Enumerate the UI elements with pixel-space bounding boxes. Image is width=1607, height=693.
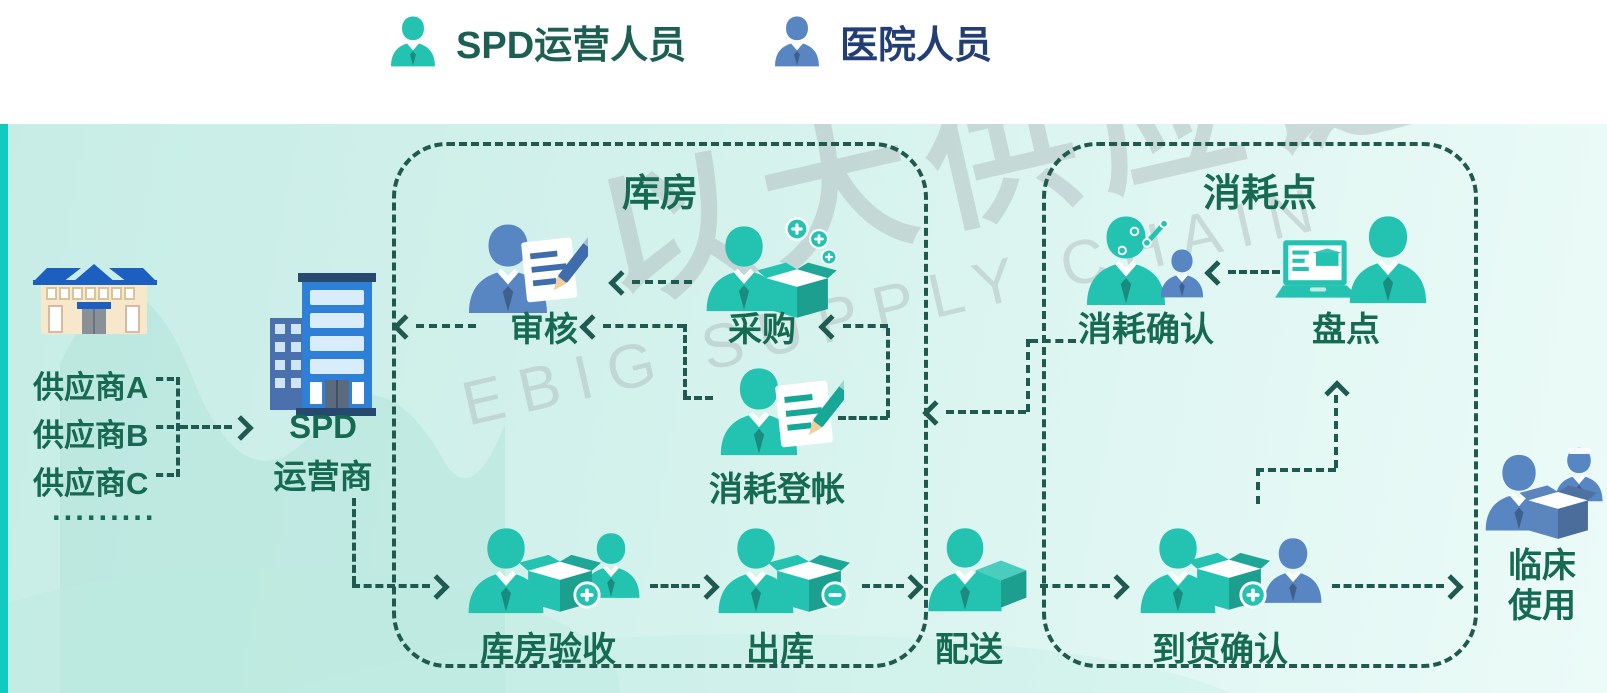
group-warehouse-title: 库房 (621, 173, 698, 215)
spd-staff-person-icon (391, 16, 435, 67)
arrow-posting-to-purchase-v (886, 328, 890, 418)
warehouse-acceptance-label: 库房验收 (480, 631, 616, 669)
arrow-posting-to-purchase-h2 (843, 324, 888, 328)
legend-item-hospital-staff: 医院人员 (770, 6, 992, 76)
legend-item-spd-staff: SPD运营人员 (386, 6, 686, 76)
arrow-stocktaking-to-confirmation (1228, 270, 1280, 274)
arrow-spd-down-line (352, 498, 356, 584)
left-accent-bar (0, 124, 8, 693)
review-label: 审核 (510, 311, 578, 349)
supplier-b-label: 供应商B (33, 418, 149, 453)
stocktaking-label: 盘点 (1312, 311, 1380, 349)
arrow-posting-to-review-v (683, 324, 687, 398)
arrow-posting-to-purchase-h1 (838, 416, 888, 420)
supplier-a-label: 供应商A (33, 370, 149, 405)
spd-operator-label-line2: 运营商 (273, 458, 373, 495)
legend-label-spd-staff: SPD运营人员 (456, 24, 687, 67)
arrow-posting-to-review-h (603, 324, 685, 328)
warehouse-acceptance-icon (468, 528, 640, 614)
clinical-use-icon (1485, 447, 1603, 539)
spd-operator-building-icon (270, 273, 376, 416)
arrow-spd-to-acceptance (352, 584, 430, 588)
arrow-acceptance-to-outbound (650, 584, 700, 588)
arrow-delivery-to-arrival (1040, 584, 1110, 588)
arrow-arrival-to-clinical (1332, 584, 1444, 588)
clinical-use-label-line2: 使用 (1508, 587, 1576, 625)
outbound-label: 出库 (746, 631, 814, 669)
outbound-icon (718, 528, 850, 614)
arrow-supplier-merge-line (176, 377, 180, 477)
group-consumption-point-title: 消耗点 (1202, 173, 1317, 215)
arrow-confirmation-to-posting-h1 (1030, 339, 1076, 343)
purchase-label: 采购 (728, 311, 796, 349)
legend-header: SPD运营人员 医院人员 (0, 0, 1607, 124)
delivery-label: 配送 (935, 631, 1003, 669)
arrow-posting-to-review-stub (683, 396, 713, 400)
consumption-confirmation-label: 消耗确认 (1078, 311, 1214, 349)
delivery-icon (928, 528, 1027, 612)
supplier-ellipsis: ......... (52, 492, 157, 527)
consumption-confirmation-icon (1087, 216, 1204, 305)
arrow-supplier-a-stub (156, 377, 174, 381)
supplier-c-label: 供应商C (33, 466, 149, 501)
group-warehouse: 库房 (392, 142, 928, 668)
stocktaking-icon (1275, 216, 1427, 304)
arrow-arrival-to-stocktaking-v1 (1256, 468, 1260, 504)
arrow-confirmation-to-posting-h2 (946, 410, 1026, 414)
consumption-posting-label: 消耗登帐 (709, 471, 845, 509)
consumption-posting-icon (720, 368, 844, 456)
arrow-arrival-to-stocktaking-v2 (1334, 395, 1338, 468)
clinical-use-label-line1: 临床 (1508, 547, 1576, 585)
arrow-outbound-to-delivery (862, 584, 904, 588)
hospital-staff-person-icon (775, 16, 819, 67)
arrival-confirmation-label: 到货确认 (1152, 631, 1288, 669)
arrow-purchase-to-review (632, 280, 692, 284)
arrow-arrival-to-stocktaking-h (1256, 468, 1336, 472)
arrow-confirmation-to-posting-v (1026, 339, 1030, 412)
legend-label-hospital-staff: 医院人员 (840, 24, 993, 67)
group-consumption-point: 消耗点 (1042, 142, 1478, 668)
arrow-supplier-c-stub (156, 473, 174, 477)
arrow-suppliers-to-spd (180, 425, 232, 429)
arrival-confirmation-icon (1140, 528, 1322, 614)
arrow-supplier-b-stub (156, 425, 174, 429)
arrow-review-to-spd (416, 324, 476, 328)
spd-operator-label-line1: SPD (289, 408, 357, 445)
supplier-building-icon (33, 264, 157, 334)
